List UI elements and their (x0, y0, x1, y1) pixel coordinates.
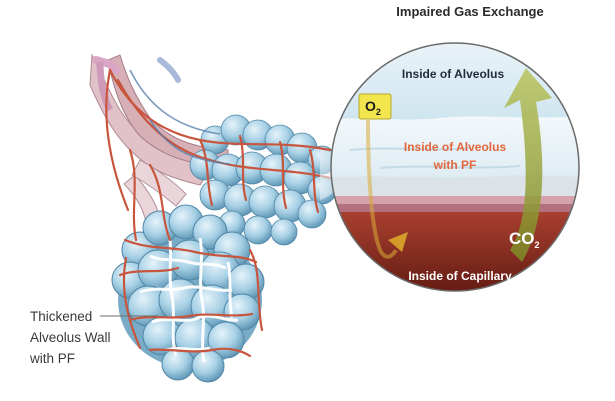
callout-line-3: with PF (30, 351, 76, 366)
diagram-title: Impaired Gas Exchange (396, 4, 544, 19)
label-pf-line-1: Inside of Alveolus (403, 140, 507, 154)
label-inside-capillary: Inside of Capillary (408, 269, 512, 283)
capillary-network (105, 68, 332, 358)
label-alveolus-with-pf: Inside of Alveolus with PF (380, 138, 530, 174)
label-inside-alveolus: Inside of Alveolus (401, 67, 505, 81)
callout-line-2: Alveolus Wall (30, 330, 111, 345)
blood-vessels-top (92, 56, 181, 112)
label-pf-line-2: with PF (433, 158, 477, 172)
co2-subscript: 2 (534, 240, 540, 250)
callout-thickened-wall: Thickened Alveolus Wall with PF (30, 306, 111, 369)
co2-arrow (504, 68, 552, 262)
o2-label: O2 (365, 98, 381, 117)
co2-main: CO (509, 229, 535, 248)
lower-alveolar-cluster (111, 204, 265, 383)
o2-subscript: 2 (375, 107, 381, 117)
o2-arrow (366, 119, 408, 259)
co2-label: CO2 (509, 229, 540, 250)
o2-main: O (365, 98, 376, 114)
capillary-network-veins (129, 69, 231, 165)
o2-badge (358, 93, 392, 120)
callout-line-1: Thickened (30, 309, 93, 324)
